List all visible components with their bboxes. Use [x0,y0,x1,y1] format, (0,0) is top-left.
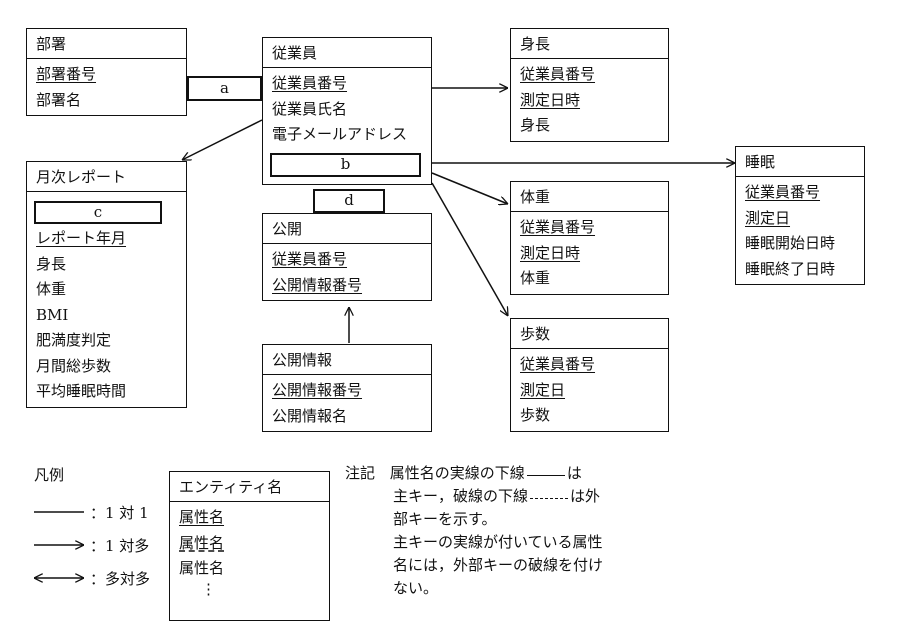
legend-attr: 属性名 [179,559,225,577]
entity-title: 部署 [27,29,186,59]
entity-hosu: 歩数 従業員番号 測定日 歩数 [510,318,669,432]
blank-box-c: c [34,201,162,224]
attr-primary-key: 測定日時 [520,243,581,262]
note-line5: 名には，外部キーの破線を付け [393,556,604,574]
attr-primary-key: 公開情報番号 [272,275,363,294]
entity-getsuji-report: 月次レポート レポート年月 身長 体重 BMI 肥満度判定 月間総歩数 平均睡眠… [26,161,187,408]
attr-primary-key: 従業員番号 [520,65,596,83]
legend-title: 凡例 [34,466,65,484]
note-line6: ない。 [393,579,439,597]
blank-box-b: b [270,153,421,177]
attr: 公開情報名 [272,406,348,425]
attr: 電子メールアドレス [272,125,408,143]
attr-primary-key: 従業員番号 [272,250,348,268]
attr: 部署名 [36,90,82,109]
entity-busho: 部署 部署番号 部署名 [26,28,187,116]
attr: 睡眠開始日時 [745,234,836,252]
attr: 歩数 [520,406,551,424]
attr: 身長 [36,254,67,273]
attr: 体重 [36,280,67,298]
entity-title: 公開情報 [263,345,431,375]
attr: 平均睡眠時間 [36,382,127,400]
legend-ellipsis: ⋮ [201,579,216,598]
legend-label-many-to-many: ：多対多 [90,570,151,588]
solid-underline-sample [526,475,565,476]
attr: BMI [36,305,69,324]
legend-label-one-to-one: ：1 対 1 [90,504,149,522]
attr-primary-key: レポート年月 [36,229,127,247]
entity-title: 体重 [511,182,668,212]
attr: 身長 [520,116,551,134]
entity-taiju: 体重 従業員番号 測定日時 体重 [510,181,669,295]
legend-attr-foreign-key: 属性名 [179,533,225,552]
jugyoin-getsuji-arrow [182,119,263,161]
entity-title: 睡眠 [736,147,864,177]
attr-primary-key: 従業員番号 [272,74,348,92]
entity-shincho: 身長 従業員番号 測定日時 身長 [510,28,669,142]
note-block: 注記 属性名の実線の下線 は 主キー，破線の下線 は外 部キーを示す。 主キーの実線… [345,462,603,600]
attr-primary-key: 従業員番号 [745,183,821,201]
attr: 睡眠終了日時 [745,259,836,278]
dashed-underline-sample [530,498,569,499]
legend-sample-entity: エンティティ名 属性名 属性名 属性名 ⋮ [169,471,330,621]
jugyoin-taiju-arrow [431,172,508,204]
attr-primary-key: 従業員番号 [520,218,596,236]
note-line2-a: 主キー，破線の下線 [393,487,529,505]
attr: 従業員氏名 [272,99,348,118]
jugyoin-hosu-arrow [431,182,508,316]
note-line3: 部キーを示す。 [393,510,497,528]
attr-primary-key: 測定日 [520,380,566,399]
entity-kokai: 公開 従業員番号 公開情報番号 [262,213,432,301]
attr-primary-key: 従業員番号 [520,355,596,373]
entity-suimin: 睡眠 従業員番号 測定日 睡眠開始日時 睡眠終了日時 [735,146,865,285]
entity-title: 身長 [511,29,668,59]
note-line1-b: は [566,464,582,482]
entity-title: 従業員 [263,38,431,68]
legend-entity-title: エンティティ名 [170,472,329,502]
blank-box-d: d [313,189,385,213]
attr-primary-key: 測定日時 [520,90,581,109]
entity-title: 月次レポート [27,162,186,192]
entity-title: 公開 [263,214,431,244]
attr-primary-key: 測定日 [745,208,791,227]
note-line4: 主キーの実線が付いている属性 [393,533,603,551]
entity-kokai-joho: 公開情報 公開情報番号 公開情報名 [262,344,432,432]
attr-primary-key: 公開情報番号 [272,381,363,399]
attr: 体重 [520,269,551,287]
attr-primary-key: 部署番号 [36,65,97,83]
note-line1-a: 属性名の実線の下線 [389,464,525,482]
attr: 月間総歩数 [36,356,112,375]
legend-label-one-to-many: ：1 対多 [90,537,150,555]
note-line2-b: は外 [570,487,601,505]
blank-box-a: a [187,76,262,101]
legend-attr-primary-key: 属性名 [179,508,225,526]
entity-title: 歩数 [511,319,668,349]
attr: 肥満度判定 [36,331,112,349]
note-label: 注記 [345,464,376,482]
